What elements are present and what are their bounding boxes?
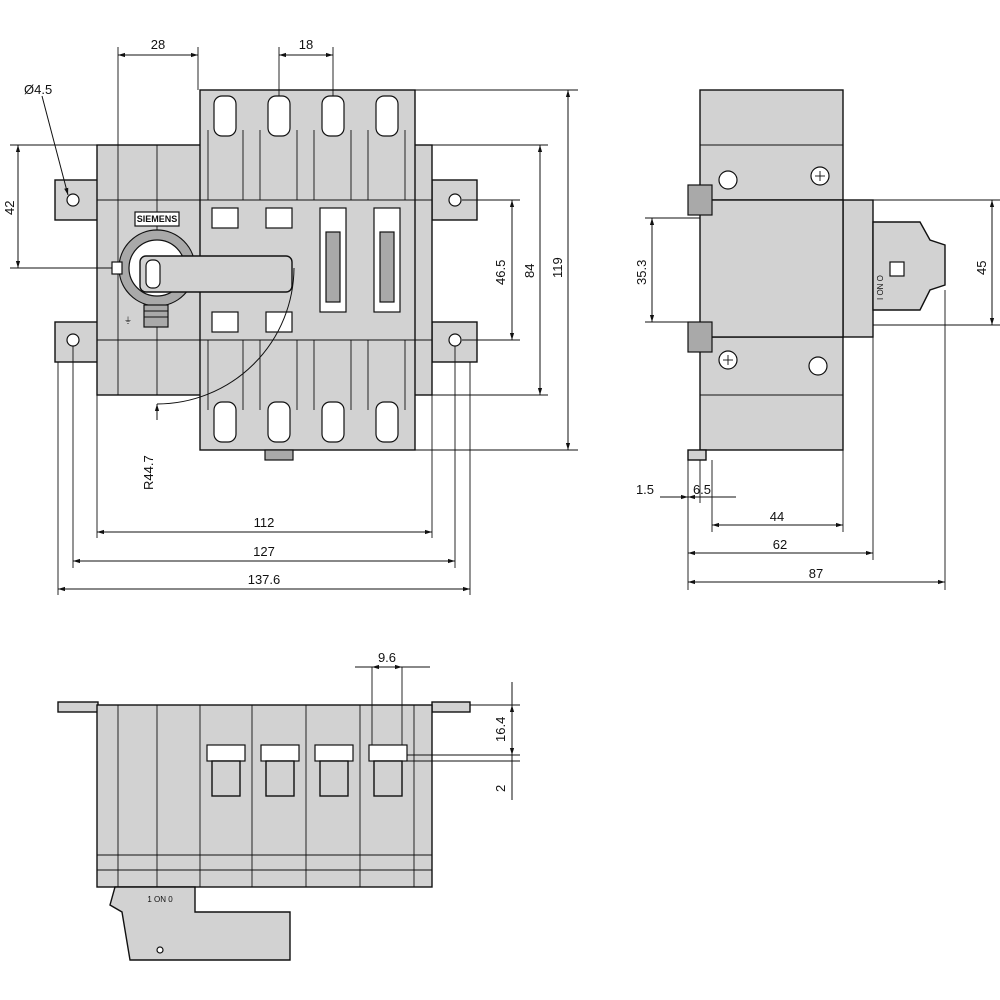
dim-112: 112 — [254, 515, 275, 530]
dim-45: 45 — [974, 261, 989, 275]
top-terminals — [207, 95, 406, 200]
dim-16-4: 16.4 — [493, 717, 508, 742]
rail-clip-top — [687, 184, 713, 216]
lock-tab — [111, 261, 123, 275]
mounting-hole — [448, 193, 462, 207]
dim-18: 18 — [299, 37, 313, 52]
mounting-hole — [448, 333, 462, 347]
front-view: SIEMENS ⏚ R44.7 Ø4.5 28 18 — [2, 37, 578, 595]
dim-137-6: 137.6 — [248, 572, 281, 587]
mounting-hole — [66, 333, 80, 347]
bottom-terminals — [207, 340, 406, 461]
contact-windows — [211, 207, 401, 333]
side-tab-right — [431, 701, 471, 713]
dim-127: 127 — [253, 544, 275, 559]
handle-profile — [872, 221, 946, 311]
screw — [718, 170, 738, 190]
handle-bottom — [109, 886, 291, 961]
svg-text:⏚: ⏚ — [124, 316, 132, 325]
dim-84: 84 — [522, 264, 537, 278]
dim-44: 44 — [770, 509, 784, 524]
dim-9-6: 9.6 — [378, 650, 396, 665]
dim-35-3: 35.3 — [634, 260, 649, 285]
dim-62: 62 — [773, 537, 787, 552]
brand-text: SIEMENS — [137, 214, 178, 224]
dim-87: 87 — [809, 566, 823, 581]
dim-119: 119 — [550, 257, 565, 278]
side-tab-left — [57, 701, 99, 713]
svg-text:I ON O: I ON O — [876, 275, 885, 300]
mounting-hole — [66, 193, 80, 207]
dim-28: 28 — [151, 37, 165, 52]
dim-2: 2 — [493, 785, 508, 792]
radius-dim: R44.7 — [141, 455, 156, 490]
dim-42: 42 — [2, 201, 17, 215]
dim-1-5: 1.5 — [636, 482, 654, 497]
bottom-terminals — [206, 744, 408, 797]
side-view: I ON O 35.3 45 1.5 6.5 — [634, 89, 1000, 590]
bottom-view: 1 ON 0 9.6 16.4 2 — [57, 650, 520, 961]
dim-6-5: 6.5 — [693, 482, 711, 497]
dim-46-5: 46.5 — [493, 260, 508, 285]
brand-label — [134, 211, 180, 227]
rail-clip-bottom — [687, 321, 713, 353]
radius-arc — [156, 267, 295, 405]
screw — [808, 356, 828, 376]
svg-text:1 ON 0: 1 ON 0 — [147, 895, 173, 904]
hole-diameter-label: Ø4.5 — [24, 82, 52, 97]
rotary-handle: ⏚ — [111, 229, 293, 328]
